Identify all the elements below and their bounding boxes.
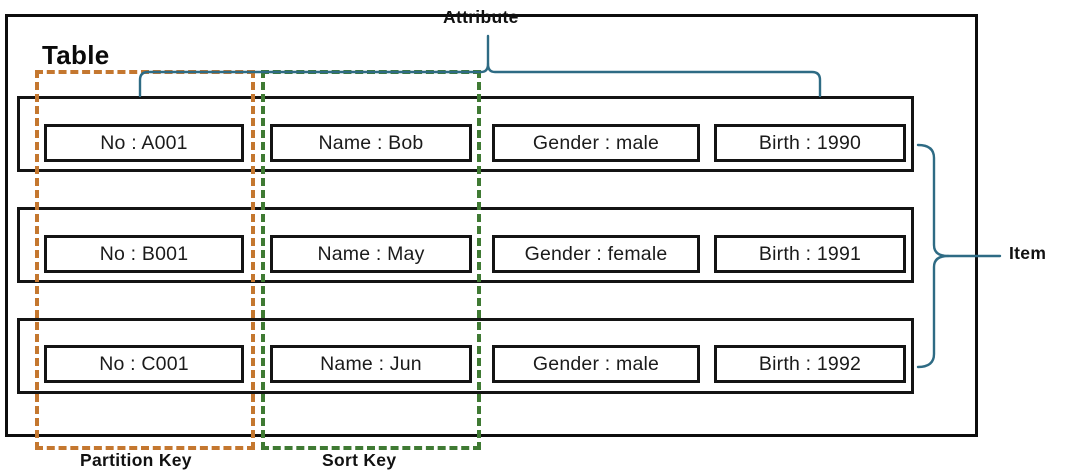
attribute-cell-name: Name : Jun (270, 345, 472, 383)
attribute-cell-name: Name : Bob (270, 124, 472, 162)
table-outer-frame (5, 14, 978, 437)
table-row (17, 96, 914, 172)
partition-key-label: Partition Key (80, 450, 192, 470)
attribute-cell-gender: Gender : female (492, 235, 700, 273)
table-label: Table (42, 40, 110, 70)
attribute-cell-birth: Birth : 1990 (714, 124, 906, 162)
attribute-cell-gender: Gender : male (492, 124, 700, 162)
attribute-cell-birth: Birth : 1992 (714, 345, 906, 383)
attribute-cell-gender: Gender : male (492, 345, 700, 383)
attribute-cell-name: Name : May (270, 235, 472, 273)
attribute-cell-no: No : A001 (44, 124, 244, 162)
attribute-cell-birth: Birth : 1991 (714, 235, 906, 273)
partition-key-highlight (35, 70, 255, 450)
attribute-cell-no: No : B001 (44, 235, 244, 273)
table-row (17, 318, 914, 394)
attribute-cell-no: No : C001 (44, 345, 244, 383)
attribute-label: Attribute (443, 7, 519, 27)
sort-key-label: Sort Key (322, 450, 397, 470)
item-label: Item (1009, 243, 1047, 263)
sort-key-highlight (261, 70, 481, 450)
table-row (17, 207, 914, 283)
